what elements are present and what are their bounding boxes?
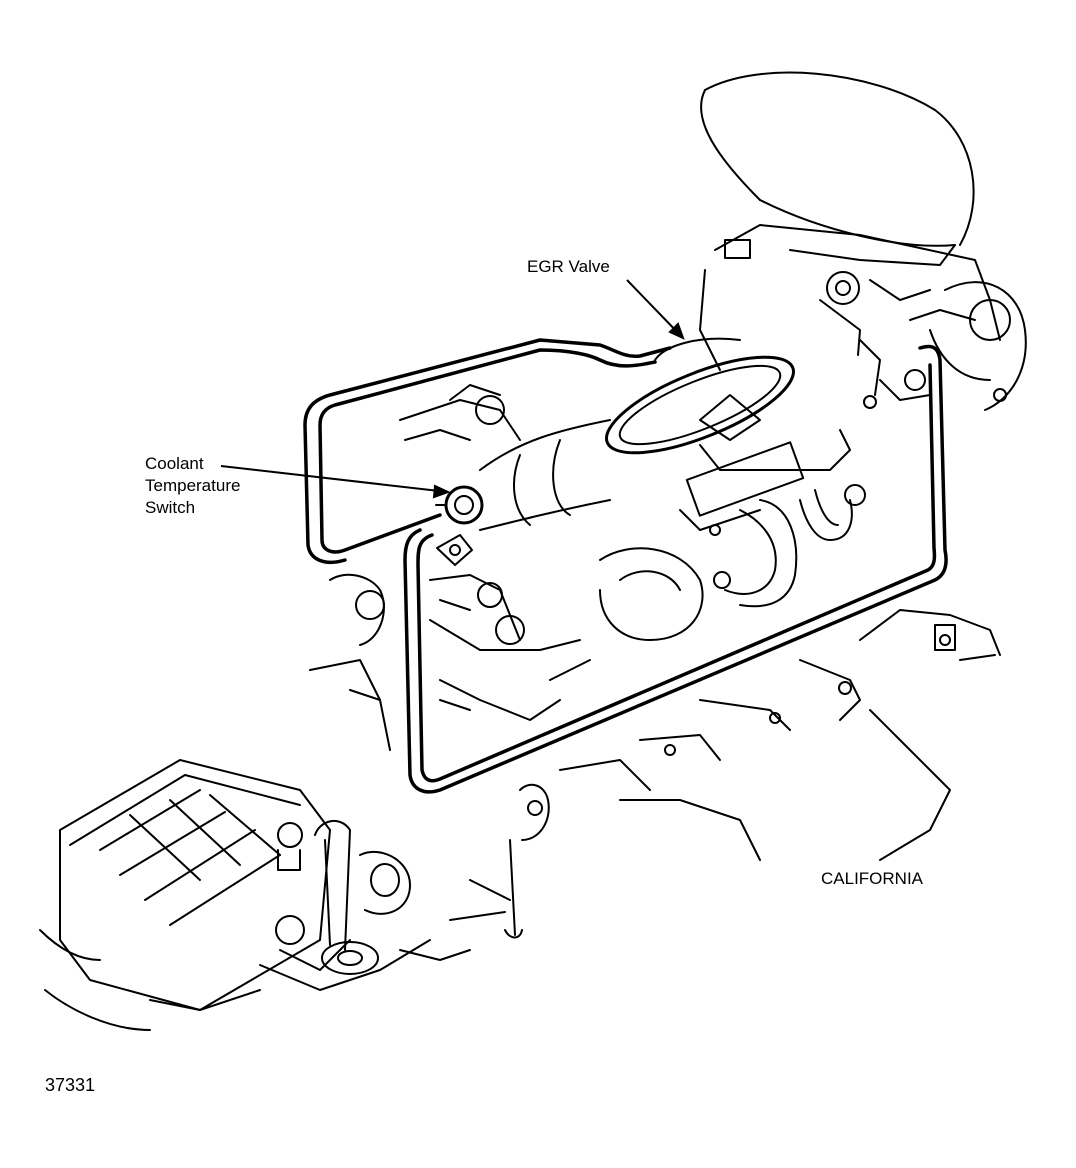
intake-manifold [399, 384, 704, 645]
engine-block [309, 573, 1001, 939]
coolant-label-line-1: Coolant [145, 454, 204, 473]
figure-number: 37331 [45, 1075, 96, 1095]
region-label: CALIFORNIA [821, 869, 924, 888]
coolant-temperature-switch [435, 485, 484, 566]
carburetor [699, 224, 1027, 411]
egr-tube [713, 484, 866, 608]
shift-linkage [259, 820, 471, 991]
coolant-label-line-2: Temperature [145, 476, 241, 495]
transmission [39, 759, 351, 1031]
coolant-label-line-3: Switch [145, 498, 196, 517]
egr-valve-label: EGR Valve [527, 257, 610, 276]
coolant-temperature-switch-label: Coolant Temperature Switch [145, 453, 240, 519]
vacuum-hose [303, 338, 948, 794]
egr-valve [605, 337, 851, 536]
